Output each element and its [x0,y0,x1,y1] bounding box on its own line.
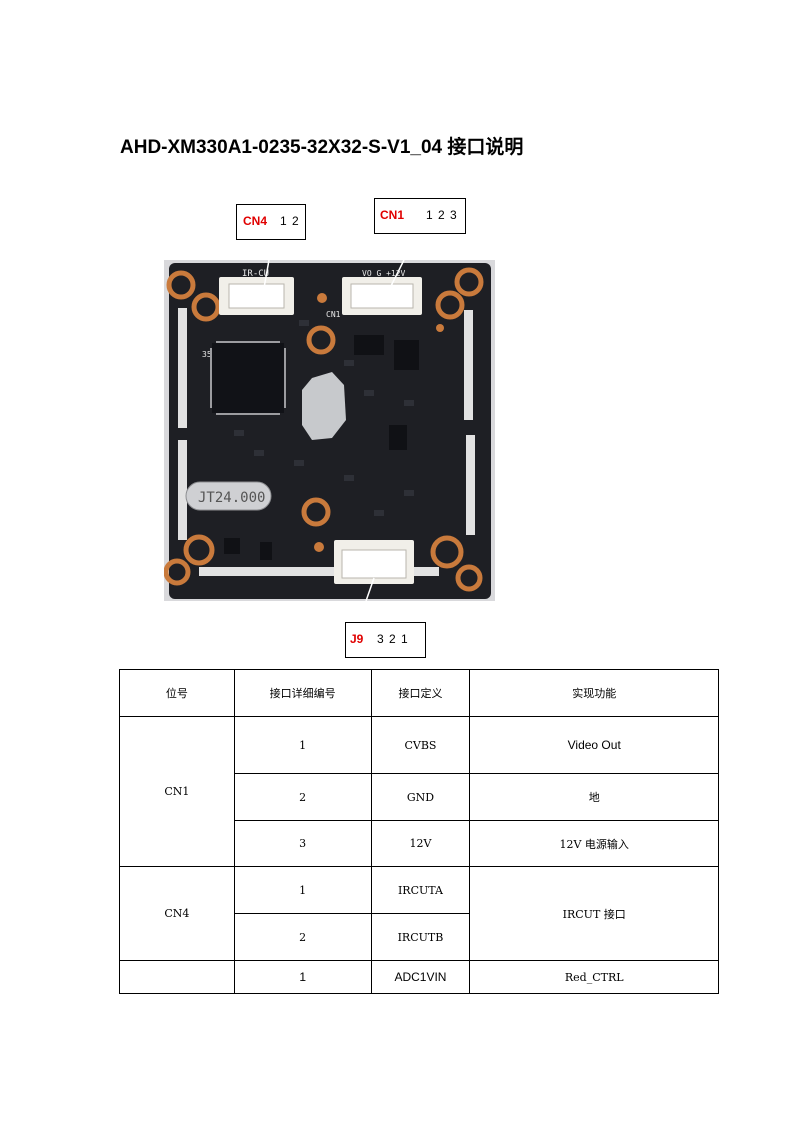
cn1-pin2-def: GND [370,773,471,821]
table-row: 1 ADC1VIN Red_CTRL [119,960,719,994]
last-ref-cell [119,960,235,994]
callout-j9-pins: 3 2 1 [377,632,409,646]
cn4-pin1-num: 1 [233,866,372,914]
silk-crystal: JT24.000 [198,490,265,506]
table-row: 3 12V 12V 电源输入 [120,820,719,867]
cn4-func-cell: IRCUT 接口 [469,866,719,961]
callout-cn4-pins: 1 2 [280,214,300,228]
table-row: 2 GND 地 [120,773,719,821]
cn1-pin3-func: 12V 电源输入 [469,820,719,867]
cn4-pin1-def: IRCUTA [370,866,471,914]
page-title: AHD-XM330A1-0235-32X32-S-V1_04 接口说明 [120,137,524,158]
last-pin-func: Red_CTRL [469,960,719,994]
header-definition: 接口定义 [370,669,471,717]
silk-power: VO G +12V [362,269,406,278]
cn1-pin2-func: 地 [469,773,719,821]
header-function: 实现功能 [469,669,719,717]
last-pin-num: 1 [233,960,372,994]
callout-cn4: CN4 1 2 [236,204,306,240]
header-ref: 位号 [119,669,235,717]
last-pin-def: ADC1VIN [370,960,471,994]
table-row: 2 IRCUTB [120,913,719,961]
callout-j9-label: J9 [350,632,364,646]
callout-cn1-label: CN1 [380,208,405,222]
silk-cn1: CN1 [326,310,341,319]
pcb-board-photo: IR-CU VO G +12V CN1 35 JT24.000 [164,260,495,601]
cn4-pin2-num: 2 [233,913,372,961]
silk-ircut: IR-CU [242,269,269,279]
callout-cn4-label: CN4 [243,214,268,228]
header-pin-number: 接口详细编号 [233,669,372,717]
cn1-ref-cell: CN1 [119,716,235,867]
cn4-pin2-def: IRCUTB [370,913,471,961]
cn1-pin3-num: 3 [233,820,372,867]
callout-cn1: CN1 1 2 3 [374,198,466,234]
cn1-pin3-def: 12V [370,820,471,867]
cn1-pin2-num: 2 [233,773,372,821]
cn1-pin1-def: CVBS [370,716,471,774]
callout-j9: J9 3 2 1 [345,622,426,658]
cn1-pin1-num: 1 [233,716,372,774]
cn4-ref-cell: CN4 [119,866,235,961]
interface-table: 位号 接口详细编号 接口定义 实现功能 CN1 1 CVBS Video Out… [119,669,719,994]
table-row: CN4 1 IRCUTA IRCUT 接口 [119,866,719,961]
table-header-row: 位号 接口详细编号 接口定义 实现功能 [119,669,719,717]
table-row: CN1 1 CVBS Video Out [119,716,719,867]
silk-35: 35 [202,350,212,359]
cn1-pin1-func: Video Out [469,716,719,774]
callout-cn1-pins: 1 2 3 [426,208,458,222]
